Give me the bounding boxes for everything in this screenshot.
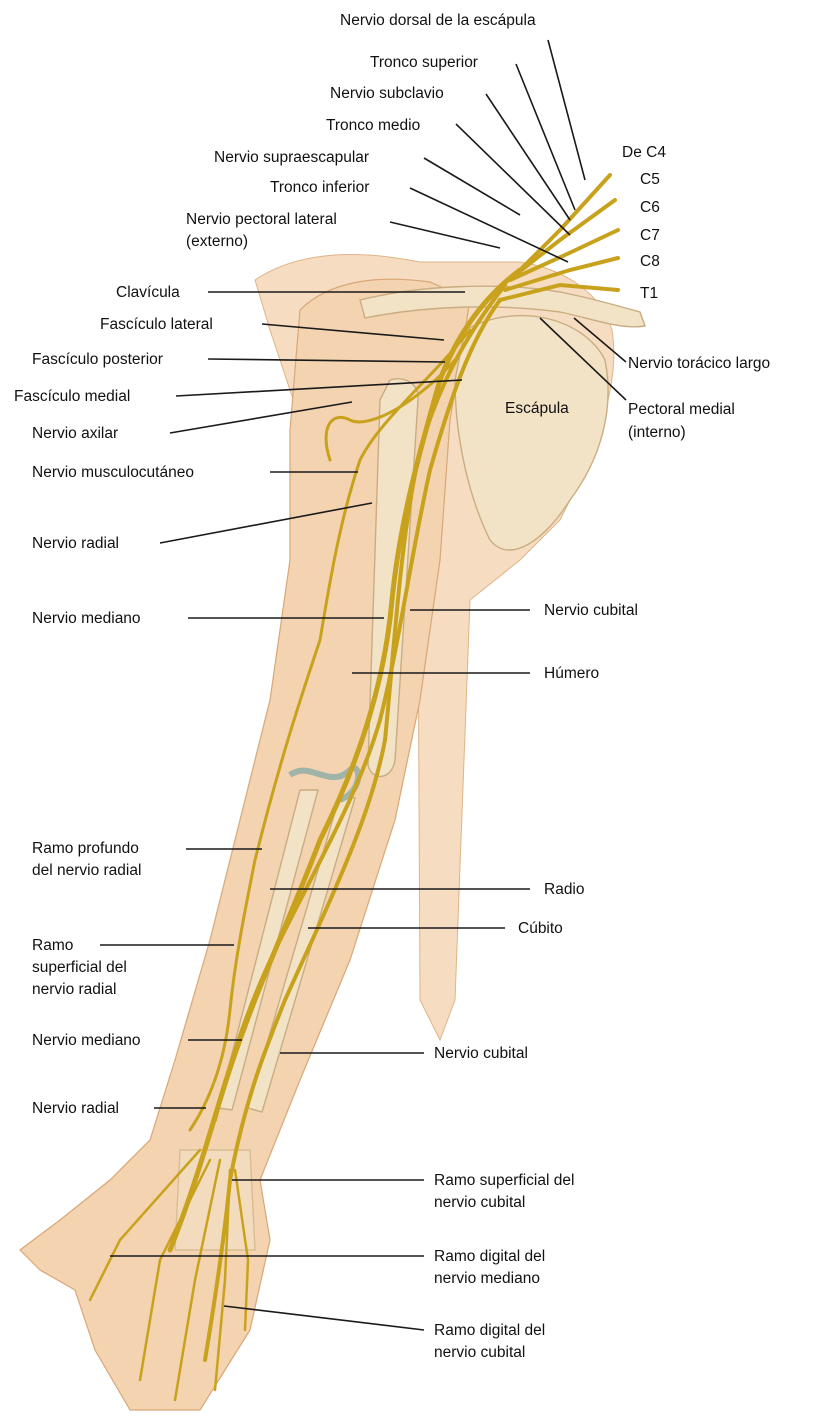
label-root-c4: De C4 [622, 144, 666, 161]
label-tronco-inferior: Tronco inferior [270, 179, 369, 196]
label-root-c5: C5 [640, 171, 660, 188]
label-musculocutaneo: Nervio musculocutáneo [32, 464, 194, 481]
label-axilar: Nervio axilar [32, 425, 118, 442]
label-ramo-sup-cubital-1: Ramo superficial del [434, 1172, 574, 1189]
label-ramo-profundo-2: del nervio radial [32, 862, 141, 879]
label-ramo-sup-cubital-2: nervio cubital [434, 1194, 525, 1211]
label-ramo-dig-cubital-1: Ramo digital del [434, 1322, 545, 1339]
label-radial: Nervio radial [32, 535, 119, 552]
label-root-c6: C6 [640, 199, 660, 216]
label-fasciculo-medial: Fascículo medial [14, 388, 130, 405]
label-root-t1: T1 [640, 285, 658, 302]
label-mediano: Nervio mediano [32, 610, 141, 627]
label-ramo-superficial-radial-1: Ramo [32, 937, 73, 954]
label-subclavio: Nervio subclavio [330, 85, 444, 102]
label-humero: Húmero [544, 665, 599, 682]
label-tronco-superior: Tronco superior [370, 54, 478, 71]
label-radio: Radio [544, 881, 585, 898]
label-mediano-2: Nervio mediano [32, 1032, 141, 1049]
label-dorsal-escapula: Nervio dorsal de la escápula [340, 12, 536, 29]
label-fasciculo-posterior: Fascículo posterior [32, 351, 163, 368]
label-cubital-2: Nervio cubital [434, 1045, 528, 1062]
label-pectoral-medial: Pectoral medial [628, 401, 735, 418]
label-ramo-superficial-radial-3: nervio radial [32, 981, 116, 998]
label-toracico-largo: Nervio torácico largo [628, 355, 770, 372]
label-ramo-profundo-1: Ramo profundo [32, 840, 139, 857]
label-escapula: Escápula [505, 400, 569, 417]
label-clavicula: Clavícula [116, 284, 180, 301]
label-ramo-dig-mediano-1: Ramo digital del [434, 1248, 545, 1265]
label-ramo-dig-mediano-2: nervio mediano [434, 1270, 540, 1287]
label-pectoral-lateral: Nervio pectoral lateral [186, 211, 337, 228]
label-root-c7: C7 [640, 227, 660, 244]
label-root-c8: C8 [640, 253, 660, 270]
label-fasciculo-lateral: Fascículo lateral [100, 316, 213, 333]
label-ramo-dig-cubital-2: nervio cubital [434, 1344, 525, 1361]
label-ramo-superficial-radial-2: superficial del [32, 959, 127, 976]
label-tronco-medio: Tronco medio [326, 117, 420, 134]
label-radial-2: Nervio radial [32, 1100, 119, 1117]
label-cubital: Nervio cubital [544, 602, 638, 619]
label-supraescapular: Nervio supraescapular [214, 149, 369, 166]
label-pectoral-medial-2: (interno) [628, 424, 686, 441]
label-pectoral-lateral-2: (externo) [186, 233, 248, 250]
label-cubito: Cúbito [518, 920, 563, 937]
